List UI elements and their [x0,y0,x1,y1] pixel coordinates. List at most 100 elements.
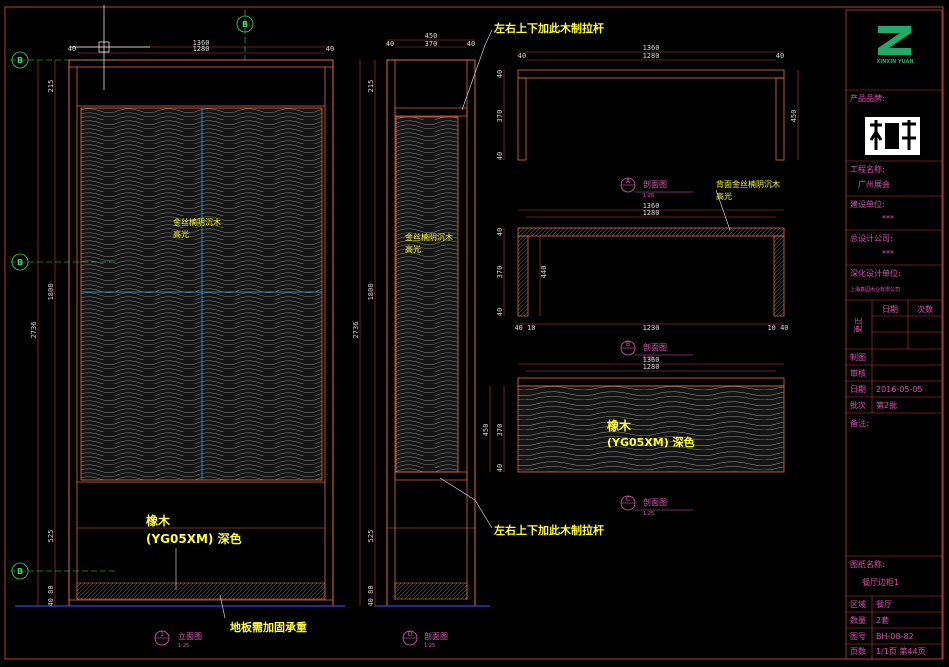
side-bottom-rod [394,471,468,481]
section-a-title: 剖面图 [643,179,667,189]
svg-text:B: B [626,341,630,348]
section-b-title: 剖面图 [643,342,667,352]
svg-text:XINXIN YUAN: XINXIN YUAN [876,59,913,65]
section-a-top-rail [517,69,785,79]
front-grain-panel [80,107,323,481]
svg-text:1:25: 1:25 [643,511,654,517]
page-value: 1/1页 第44页 [876,646,926,656]
floor-note: 地板需加固承重 [230,620,307,634]
drawing-no-value: BH-08-82 [876,632,914,641]
section-c-title: 剖面图 [643,497,667,507]
date-value: 2016-05-05 [876,385,923,394]
front-height-total: 2736 [30,322,38,339]
section-c-h-inner: 370 [496,424,504,437]
svg-text:1:25: 1:25 [178,643,189,649]
brand-mark [865,117,920,155]
side-h-top: 215 [367,80,375,93]
grid-bubble-1: B [11,51,29,69]
side-h-mid: 1808 [367,284,375,301]
drawing-name-value: 餐厅边柜1 [862,577,899,587]
section-c-wood-note-1: 橡木 [607,418,632,433]
side-width-inner: 370 [425,40,438,48]
design-unit-label: 建设单位: [850,199,885,209]
section-a-mark: A 剖面图 1:25 [620,177,693,199]
quantity-label: 数量 [850,615,866,625]
side-grain-panel [395,116,459,473]
section-a-width-inner: 1280 [643,52,660,60]
section-a-h-bot: 40 [496,152,504,160]
rod-note-bottom: 左右上下加此木制拉杆 [493,523,604,537]
date-label: 日期 [850,385,866,394]
front-h-top: 215 [47,80,55,93]
section-b-bottom-inner: 1230 [643,324,660,332]
svg-text:B: B [17,258,23,267]
section-b-top-panel [517,227,785,237]
deepening-label: 深化设计单位: [850,268,901,278]
section-c-width-total: 1360 [643,356,660,364]
back-finish-note-2: 高光 [716,191,732,201]
svg-text:1: 1 [160,631,164,638]
section-c: 1360 1280 450 370 40 橡木 (YG05XM) 深色 C 剖面… [482,356,785,517]
svg-text:B: B [17,567,23,576]
section-a-width-total: 1360 [643,44,660,52]
section-b-width-inner: 1280 [643,209,660,217]
section-a-h-inner: 370 [496,110,504,123]
grid-bubble-2: B [11,253,29,271]
section-b-mark: B 剖面图 1:25 [620,340,693,362]
section-c-h-total: 450 [482,424,490,437]
drawing-no-label: 图号 [850,632,866,641]
section-b-left-leg [517,235,529,317]
front-finish-note-2: 高光 [173,229,189,239]
deepening-value: 上海鑫园木业有限公司 [850,286,900,293]
section-a-h-total: 450 [790,110,798,123]
reviewer-label: 审核 [850,368,866,378]
svg-text:1:25: 1:25 [424,643,435,649]
section-c-width-inner: 1280 [643,363,660,371]
svg-text:C: C [626,496,630,503]
revision-date-col: 日期 [882,305,898,314]
batch-label: 批次 [850,400,866,410]
section-d-mark: D 剖面图 1:25 [402,630,448,649]
area-label: 区域 [850,599,866,609]
section-b-h-inner: 440 [540,266,548,279]
side-finish-note-2: 高光 [405,244,421,254]
front-wood-note-1: 橡木 [146,513,171,528]
revision-times-col: 次数 [917,304,933,314]
front-elevation: 1360 1280 40 40 2736 215 1808 525 40 80 … [10,5,345,649]
drawing-name-label: 图纸名称: [850,559,885,569]
design-unit-value: *** [882,214,894,223]
section-c-wood-note-2: (YG05XM) 深色 [607,435,695,449]
section-b-h-mid: 370 [496,266,504,279]
front-edge-right: 40 [326,45,334,53]
area-value: 餐厅 [876,600,892,609]
front-wood-note-2: (YG05XM) 深色 [146,531,242,546]
remarks-label: 备注: [850,418,869,428]
svg-text:1:25: 1:25 [643,193,654,199]
front-width-inner: 1280 [193,45,210,53]
section-b-width-total: 1360 [643,202,660,210]
section-a-edge-right: 40 [776,52,784,60]
front-title-mark: 1 立面图 1:25 [154,630,202,649]
drafter-label: 制图 [850,352,866,362]
svg-text:B: B [242,20,248,29]
section-c-grain-panel [517,385,785,473]
batch-value: 第2批 [876,400,897,410]
title-block: XINXIN YUAN 产品品牌: 工程名称: 广州展会 建设单位: *** 总… [845,9,943,660]
front-edge-left: 40 [68,45,76,53]
company-logo: XINXIN YUAN [876,26,914,65]
grid-bubble-3: B [11,562,29,580]
side-width-total: 450 [425,32,438,40]
svg-text:B: B [17,56,23,65]
side-h-low: 525 [367,530,375,543]
product-brand-label: 产品品牌: [850,93,885,103]
section-b-h-low: 40 [496,308,504,316]
section-c-h-edge: 40 [496,464,504,472]
rod-note-top: 左右上下加此木制拉杆 [493,21,604,35]
side-h-bot: 40 80 [367,585,375,606]
designer-value: *** [882,249,894,258]
quantity-value: 2套 [876,615,889,625]
svg-text:1:25: 1:25 [643,356,654,362]
grid-bubble-4: B [236,15,254,33]
section-c-mark: C 剖面图 1:25 [620,495,693,517]
